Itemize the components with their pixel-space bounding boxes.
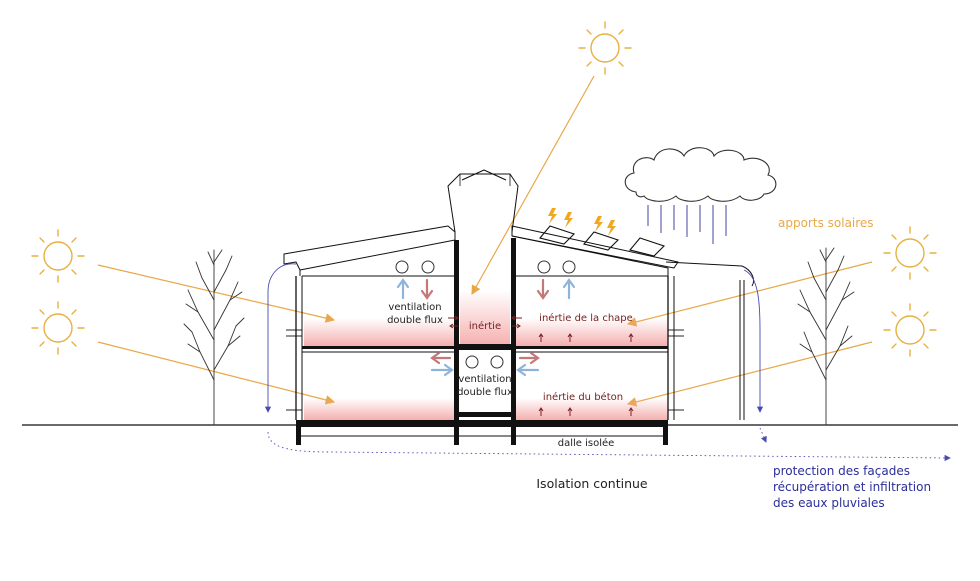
sun-icon: [31, 229, 85, 283]
structural-elements: [296, 238, 668, 445]
inertie-beton-label: inértie du béton: [543, 391, 623, 403]
sun-icon: [578, 21, 632, 75]
sun-icon: [883, 226, 937, 280]
tree-icon: [797, 247, 855, 426]
sun-rays: [97, 75, 873, 407]
inertie-chape-label: inértie de la chape: [539, 312, 633, 324]
sun-icon: [883, 303, 937, 357]
rain-icon: [647, 205, 727, 244]
protection-label-line2: récupération et infiltration: [773, 480, 931, 494]
building-section: [267, 169, 761, 420]
apports-solaires-label: apports solaires: [778, 216, 874, 230]
rainwater-paths: [264, 398, 951, 462]
ventilation-label-mid-line1: ventilation: [458, 374, 511, 385]
solar-panel-icon: [539, 225, 666, 257]
protection-label-line1: protection des façades: [773, 464, 910, 478]
inertia-arrows: [448, 315, 634, 416]
sun-icon: [31, 301, 85, 355]
cloud-icon: [624, 147, 777, 202]
air-flow-arrows: [396, 278, 576, 377]
isolation-continue-label: Isolation continue: [536, 476, 648, 491]
protection-label-line3: des eaux pluviales: [773, 496, 885, 510]
dalle-isolee-label: dalle isolée: [558, 437, 615, 449]
ventilation-label-mid-line2: double flux: [457, 387, 513, 398]
ventilation-label-left-line1: ventilation: [388, 302, 441, 313]
vent-fan-icon: [395, 260, 576, 369]
inertie-center-label: inértie: [469, 320, 501, 332]
ventilation-label-left-line2: double flux: [387, 315, 443, 326]
tree-icon: [183, 249, 245, 426]
lightning-icon: [548, 208, 616, 236]
